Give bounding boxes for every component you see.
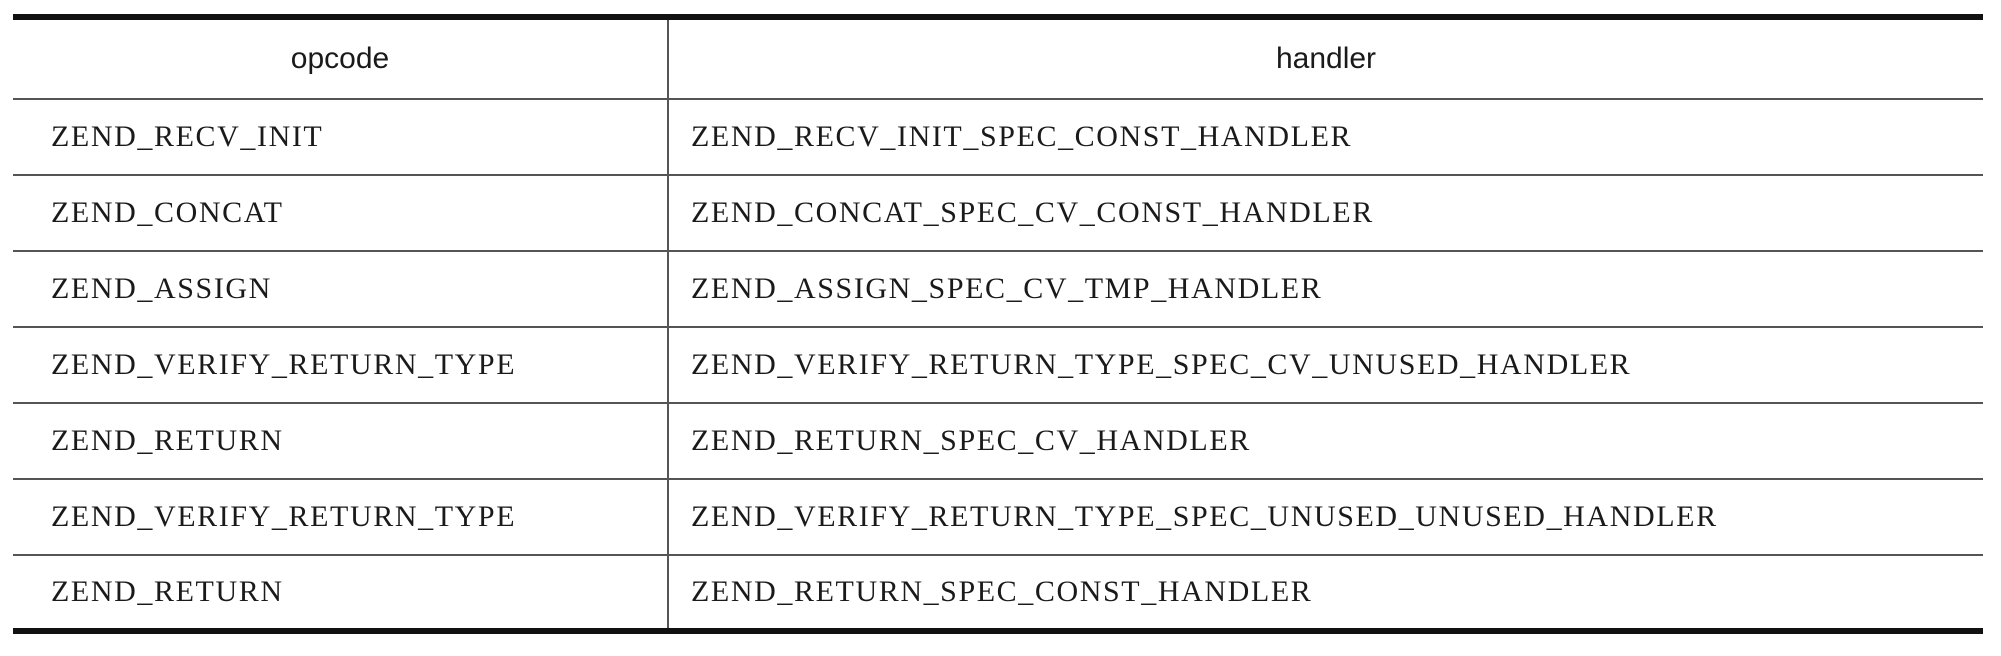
- table-row: ZEND_VERIFY_RETURN_TYPE ZEND_VERIFY_RETU…: [13, 479, 1983, 556]
- table-row: ZEND_CONCAT ZEND_CONCAT_SPEC_CV_CONST_HA…: [13, 175, 1983, 252]
- handler-cell: ZEND_RETURN_SPEC_CONST_HANDLER: [668, 555, 1983, 634]
- opcode-cell: ZEND_VERIFY_RETURN_TYPE: [13, 327, 669, 404]
- opcode-cell: ZEND_RETURN: [13, 555, 669, 634]
- table-row: ZEND_VERIFY_RETURN_TYPE ZEND_VERIFY_RETU…: [13, 327, 1983, 404]
- handler-cell: ZEND_ASSIGN_SPEC_CV_TMP_HANDLER: [668, 251, 1983, 328]
- opcode-cell: ZEND_VERIFY_RETURN_TYPE: [13, 479, 669, 556]
- opcode-cell: ZEND_CONCAT: [13, 175, 669, 252]
- table-row: ZEND_RETURN ZEND_RETURN_SPEC_CONST_HANDL…: [13, 555, 1983, 634]
- header-handler: handler: [668, 14, 1983, 100]
- opcode-handler-table: opcode handler ZEND_RECV_INIT ZEND_RECV_…: [13, 14, 1983, 634]
- header-opcode: opcode: [13, 14, 669, 100]
- table-row: ZEND_RECV_INIT ZEND_RECV_INIT_SPEC_CONST…: [13, 99, 1983, 176]
- handler-cell: ZEND_CONCAT_SPEC_CV_CONST_HANDLER: [668, 175, 1983, 252]
- handler-cell: ZEND_VERIFY_RETURN_TYPE_SPEC_CV_UNUSED_H…: [668, 327, 1983, 404]
- opcode-cell: ZEND_RECV_INIT: [13, 99, 669, 176]
- handler-cell: ZEND_RECV_INIT_SPEC_CONST_HANDLER: [668, 99, 1983, 176]
- handler-cell: ZEND_VERIFY_RETURN_TYPE_SPEC_UNUSED_UNUS…: [668, 479, 1983, 556]
- table-body: ZEND_RECV_INIT ZEND_RECV_INIT_SPEC_CONST…: [13, 99, 1983, 634]
- handler-cell: ZEND_RETURN_SPEC_CV_HANDLER: [668, 403, 1983, 480]
- table-row: ZEND_ASSIGN ZEND_ASSIGN_SPEC_CV_TMP_HAND…: [13, 251, 1983, 328]
- opcode-cell: ZEND_ASSIGN: [13, 251, 669, 328]
- table-header: opcode handler: [13, 14, 1983, 100]
- opcode-cell: ZEND_RETURN: [13, 403, 669, 480]
- table-row: ZEND_RETURN ZEND_RETURN_SPEC_CV_HANDLER: [13, 403, 1983, 480]
- header-row: opcode handler: [13, 14, 1983, 100]
- opcode-handler-table-container: opcode handler ZEND_RECV_INIT ZEND_RECV_…: [13, 14, 1983, 634]
